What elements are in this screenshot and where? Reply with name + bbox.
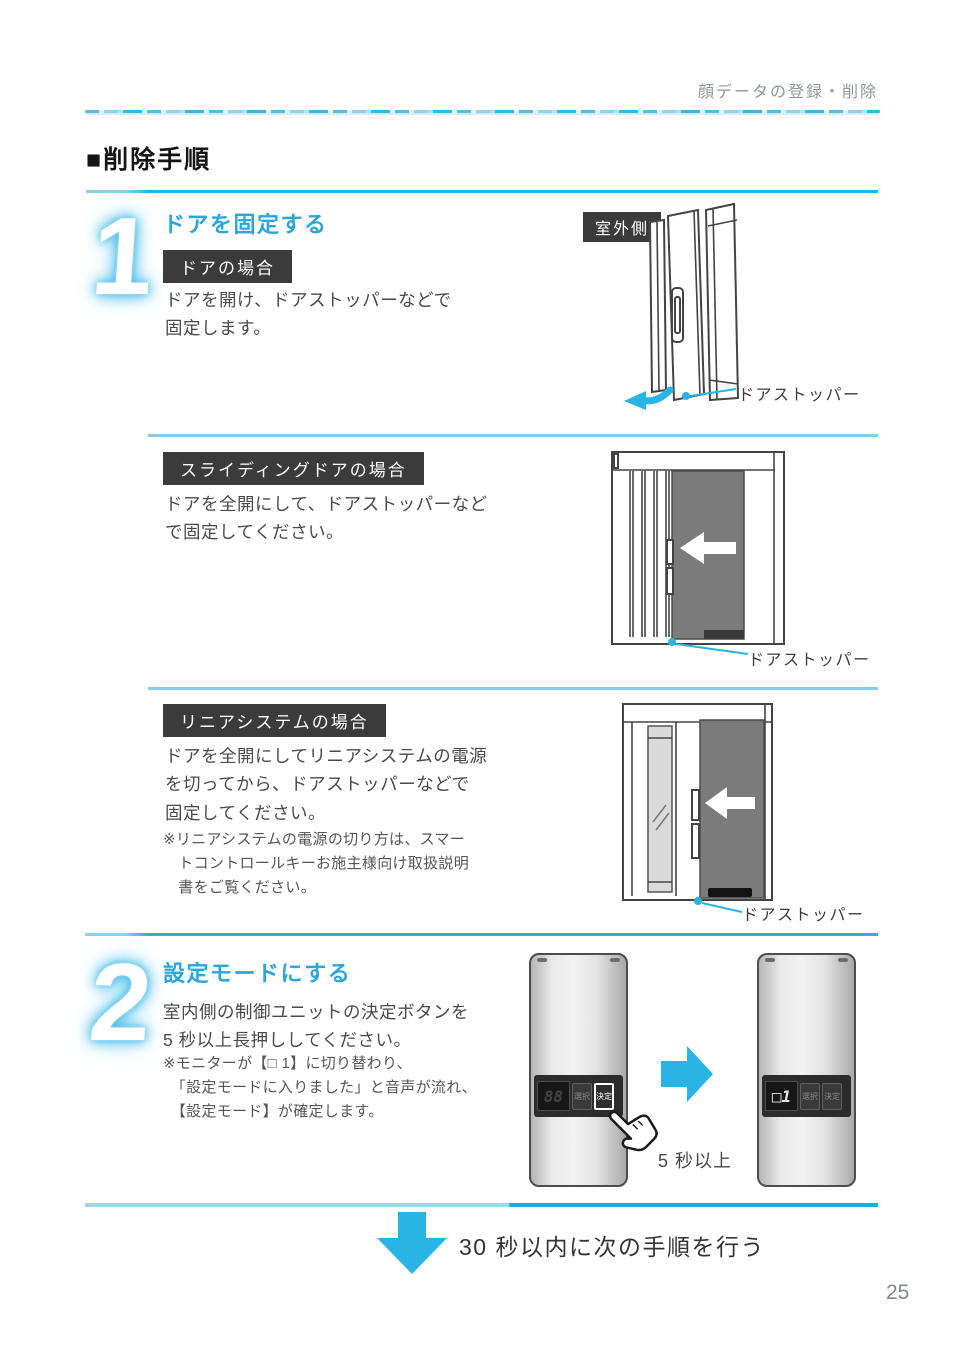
monitor-display: □1 — [765, 1081, 798, 1111]
stopper-dot — [668, 638, 676, 646]
control-strip: 88 選択 決定 — [534, 1075, 623, 1117]
monitor-display: 88 — [537, 1081, 570, 1111]
divider-footer — [85, 1203, 878, 1207]
confirm-button: 決定 — [594, 1082, 614, 1110]
transition-arrow-icon — [661, 1046, 713, 1102]
stopper-label-1: ドアストッパー — [738, 387, 861, 404]
pointing-hand-icon — [608, 1110, 658, 1152]
door-case-body: ドアを開け、ドアストッパーなどで 固定します。 — [165, 290, 452, 339]
stopper-dot — [694, 897, 702, 905]
door-open-arrow-icon — [624, 386, 674, 410]
press-duration-label: 5 秒以上 — [658, 1151, 733, 1171]
screw-cap — [610, 958, 620, 962]
sliding-case-body: ドアを全開にして、ドアストッパーなど で固定してください。 — [165, 494, 488, 543]
outdoor-side-badge: 室外側 — [583, 212, 662, 242]
linear-system-door-illustration — [622, 703, 773, 913]
door-opening-panel — [671, 470, 745, 640]
section-title: ■削除手順 — [86, 146, 212, 174]
step-2-note: ※モニターが【□ 1】に切り替わり、 「設定モードに入りました」と音声が流れ、 … — [163, 1055, 477, 1120]
door-handle — [666, 539, 674, 595]
page-number: 25 — [886, 1281, 910, 1304]
glass-panel — [647, 725, 673, 893]
decorative-wave-divider — [85, 110, 880, 113]
select-button: 選択 — [800, 1082, 820, 1110]
select-button: 選択 — [572, 1082, 592, 1110]
stopper-label-3: ドアストッパー — [742, 907, 865, 924]
divider-step2-top — [85, 933, 878, 936]
step-1-number: 1 — [87, 195, 158, 318]
screw-cap — [765, 958, 775, 962]
confirm-button: 決定 — [822, 1082, 842, 1110]
next-step-arrow-icon — [377, 1212, 447, 1274]
slide-direction-arrow-icon — [705, 787, 755, 819]
divider-linear — [148, 687, 878, 690]
door-handle — [691, 789, 700, 859]
step-2-title: 設定モードにする — [163, 961, 352, 986]
step-1-title: ドアを固定する — [163, 212, 328, 237]
hinged-door-illustration — [624, 202, 740, 410]
slide-direction-arrow-icon — [680, 532, 736, 564]
door-case-badge: ドアの場合 — [163, 250, 292, 283]
sliding-case-badge: スライディングドアの場合 — [163, 452, 424, 485]
next-step-text: 30 秒以内に次の手順を行う — [459, 1234, 765, 1260]
linear-case-badge: リニアシステムの場合 — [163, 704, 386, 737]
control-strip: □1 選択 決定 — [762, 1075, 851, 1117]
linear-case-note: ※リニアシステムの電源の切り方は、スマー トコントロールキーお施主様向け取扱説明… — [163, 831, 470, 896]
linear-case-body: ドアを全開にしてリニアシステムの電源 を切ってから、ドアストッパーなどで 固定し… — [165, 746, 488, 823]
page-header-title: 顔データの登録・削除 — [697, 84, 878, 101]
screw-cap — [838, 958, 848, 962]
control-unit-before: 88 選択 決定 — [529, 953, 628, 1187]
stopper-label-2: ドアストッパー — [748, 652, 871, 669]
step-2-number: 2 — [85, 941, 156, 1064]
screw-cap — [537, 958, 547, 962]
divider-sliding — [148, 434, 878, 437]
step-2-body: 室内側の制御ユニットの決定ボタンを 5 秒以上長押ししてください。 — [163, 1002, 469, 1051]
sliding-door-illustration — [611, 451, 785, 655]
control-unit-after: □1 選択 決定 — [757, 953, 856, 1187]
stopper-dot — [682, 392, 690, 400]
divider-step1-top — [86, 190, 878, 193]
